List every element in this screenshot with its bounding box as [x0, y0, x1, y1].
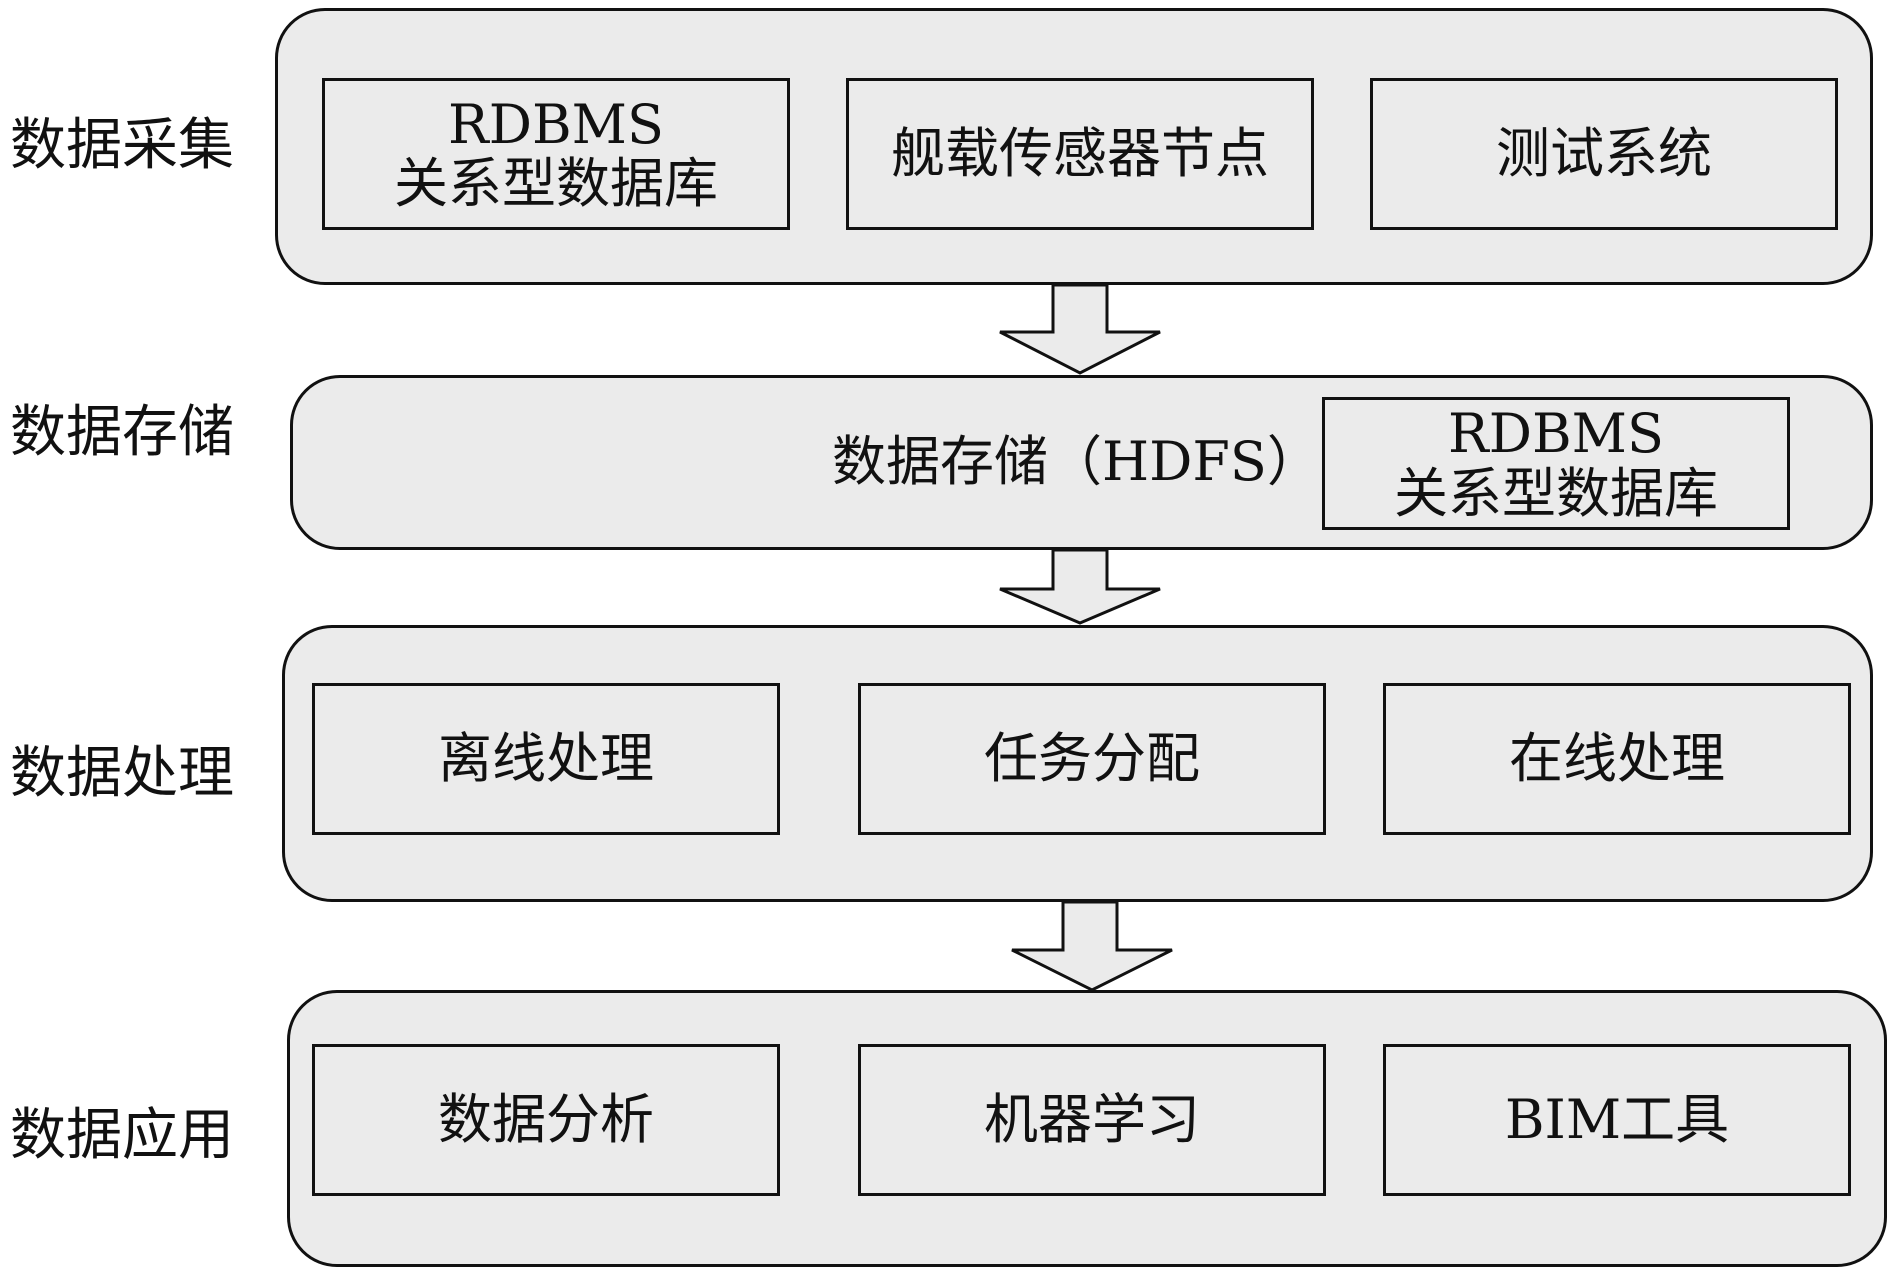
layer-label-collection: 数据采集 [10, 113, 234, 178]
machine-learning-label: 机器学习 [984, 1088, 1200, 1152]
offline-processing-label: 离线处理 [438, 727, 654, 791]
test-system-box: 测试系统 [1370, 78, 1838, 230]
down-arrow-icon [999, 548, 1161, 625]
shipborne-sensor-box: 舰载传感器节点 [846, 78, 1314, 230]
machine-learning-box: 机器学习 [858, 1044, 1326, 1196]
task-allocation-label: 任务分配 [984, 727, 1200, 791]
rdbms-source-box: RDBMS 关系型数据库 [322, 78, 790, 230]
layer-label-application: 数据应用 [10, 1103, 234, 1168]
bim-tools-box: BIM工具 [1383, 1044, 1851, 1196]
rdbms-source-title: RDBMS [448, 92, 664, 156]
data-analysis-label: 数据分析 [438, 1088, 654, 1152]
layer-label-storage: 数据存储 [10, 400, 234, 465]
hdfs-storage-label: 数据存储（HDFS） [832, 430, 1321, 493]
rdbms-storage-subtitle: 关系型数据库 [1394, 461, 1718, 525]
down-arrow-icon [1011, 900, 1173, 992]
task-allocation-box: 任务分配 [858, 683, 1326, 835]
rdbms-storage-box: RDBMS 关系型数据库 [1322, 397, 1790, 530]
rdbms-source-subtitle: 关系型数据库 [394, 152, 718, 215]
shipborne-sensor-label: 舰载传感器节点 [891, 122, 1269, 186]
bim-tools-label: BIM工具 [1504, 1088, 1730, 1152]
online-processing-box: 在线处理 [1383, 683, 1851, 835]
layer-label-processing: 数据处理 [10, 741, 234, 806]
test-system-label: 测试系统 [1496, 122, 1712, 186]
data-analysis-box: 数据分析 [312, 1044, 780, 1196]
down-arrow-icon [999, 283, 1161, 375]
offline-processing-box: 离线处理 [312, 683, 780, 835]
rdbms-storage-title: RDBMS [1448, 402, 1664, 466]
online-processing-label: 在线处理 [1509, 727, 1725, 791]
